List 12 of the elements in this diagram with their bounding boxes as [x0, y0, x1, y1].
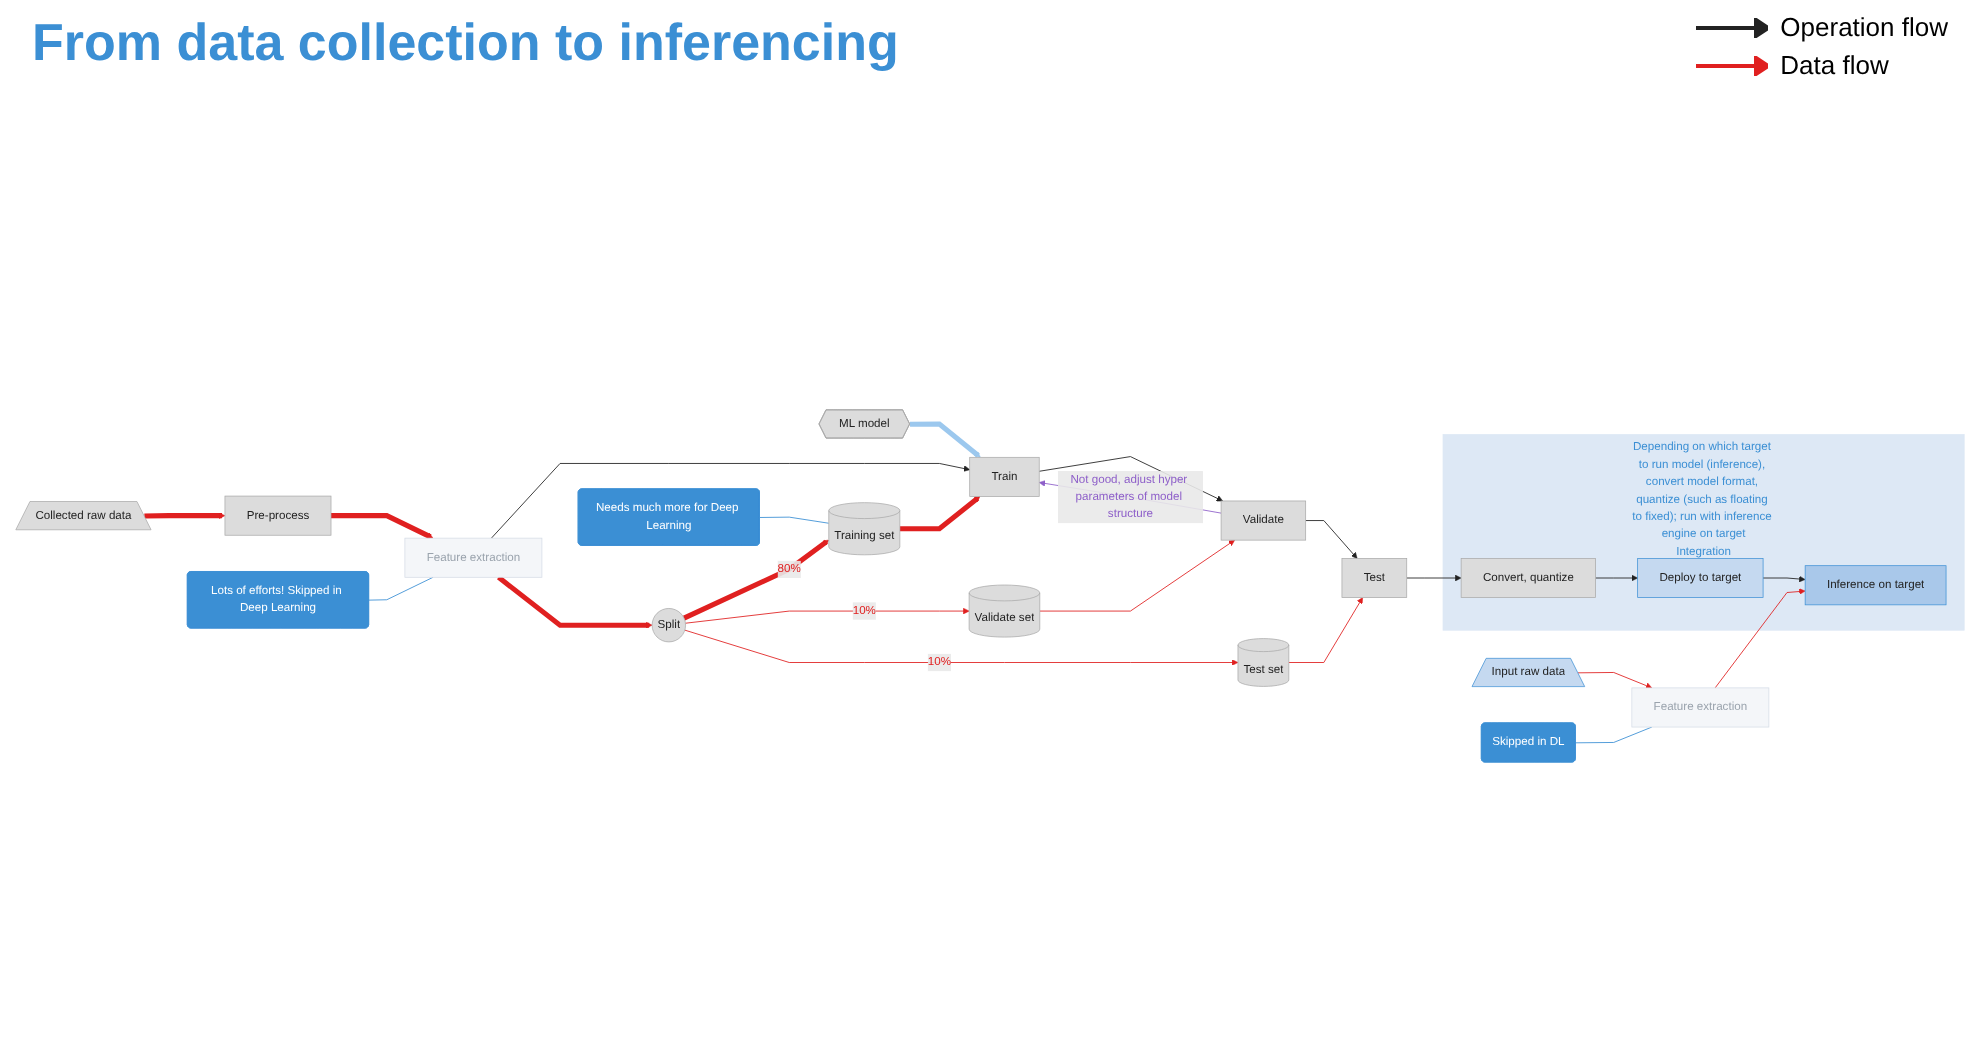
arrow	[682, 539, 830, 621]
connector	[759, 516, 830, 524]
connector	[1575, 726, 1653, 744]
legend-label: Data flow	[1780, 50, 1889, 80]
arrow	[144, 512, 226, 519]
connector	[368, 576, 434, 601]
diagram-title: From data collection to inferencing	[32, 12, 899, 74]
arrow	[331, 513, 434, 540]
arrow	[497, 575, 653, 629]
arrow	[909, 421, 981, 458]
arrow	[899, 496, 981, 532]
legend-label: Operation flow	[1780, 12, 1948, 42]
